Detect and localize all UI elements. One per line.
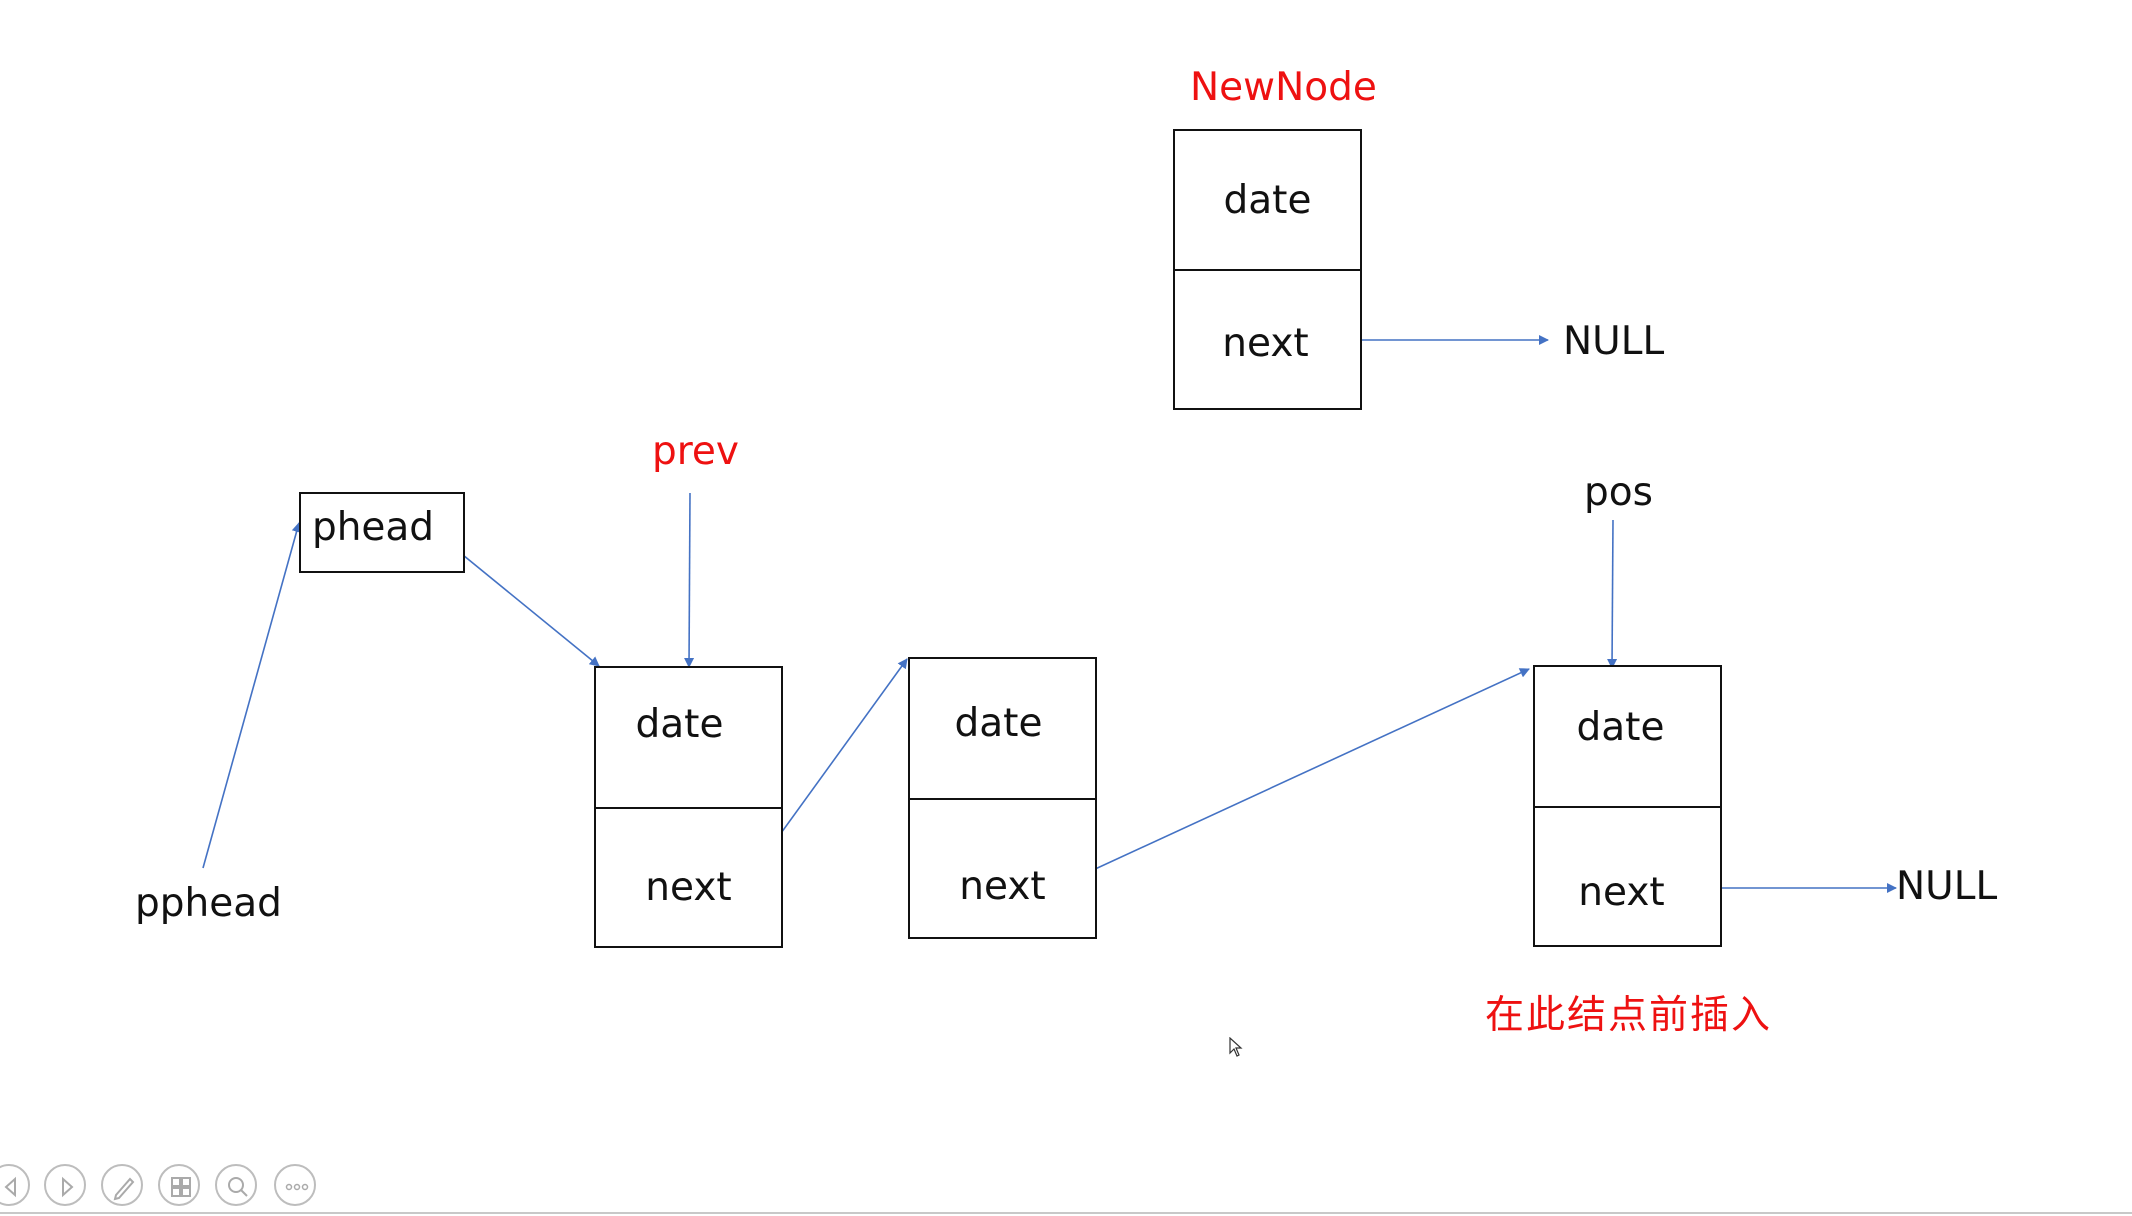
prev-label: prev	[652, 429, 740, 474]
mouse-cursor-icon	[1229, 1037, 1243, 1057]
pos-label: pos	[1584, 470, 1653, 515]
node1-data-field: date	[635, 702, 724, 747]
phead-box: phead	[299, 492, 465, 573]
arrow-node2-next-to-pos	[1053, 668, 1530, 889]
newnode-next-field: next	[1222, 321, 1309, 366]
next-slide-icon[interactable]	[44, 1164, 86, 1206]
newnode-label: NewNode	[1190, 65, 1377, 110]
phead-text: phead	[311, 505, 435, 550]
arrow-pos-label-to-node	[1607, 519, 1618, 669]
pos-node-data-field: date	[1576, 705, 1665, 750]
arrow-pphead-to-phead	[202, 522, 302, 869]
node2-data-field: date	[954, 701, 1043, 746]
more-icon[interactable]	[274, 1164, 316, 1206]
node1-next-field: next	[645, 865, 732, 910]
pphead-label: pphead	[135, 881, 282, 926]
newnode-data-field: date	[1223, 178, 1312, 223]
node2-next-field: next	[959, 864, 1046, 909]
arrow-prev-to-node1	[684, 492, 695, 668]
null-label-bottom: NULL	[1896, 864, 1998, 909]
pos-node-next-field: next	[1578, 870, 1665, 915]
node2-box: date next	[908, 657, 1097, 939]
pos-node-box: date next	[1533, 665, 1722, 947]
node1-box: date next	[594, 666, 783, 948]
insert-note: 在此结点前插入	[1485, 993, 1773, 1038]
null-label-top: NULL	[1563, 319, 1665, 364]
newnode-box: date next	[1173, 129, 1362, 410]
node1-divider	[596, 807, 781, 809]
node2-divider	[910, 798, 1095, 800]
pen-icon[interactable]	[101, 1164, 143, 1206]
zoom-icon[interactable]	[215, 1164, 257, 1206]
prev-slide-icon[interactable]	[0, 1164, 30, 1206]
bottom-border	[0, 1212, 2132, 1214]
newnode-divider	[1175, 269, 1360, 271]
slides-grid-icon[interactable]	[158, 1164, 200, 1206]
slideshow-toolbar	[0, 1164, 400, 1216]
pos-node-divider	[1535, 806, 1720, 808]
